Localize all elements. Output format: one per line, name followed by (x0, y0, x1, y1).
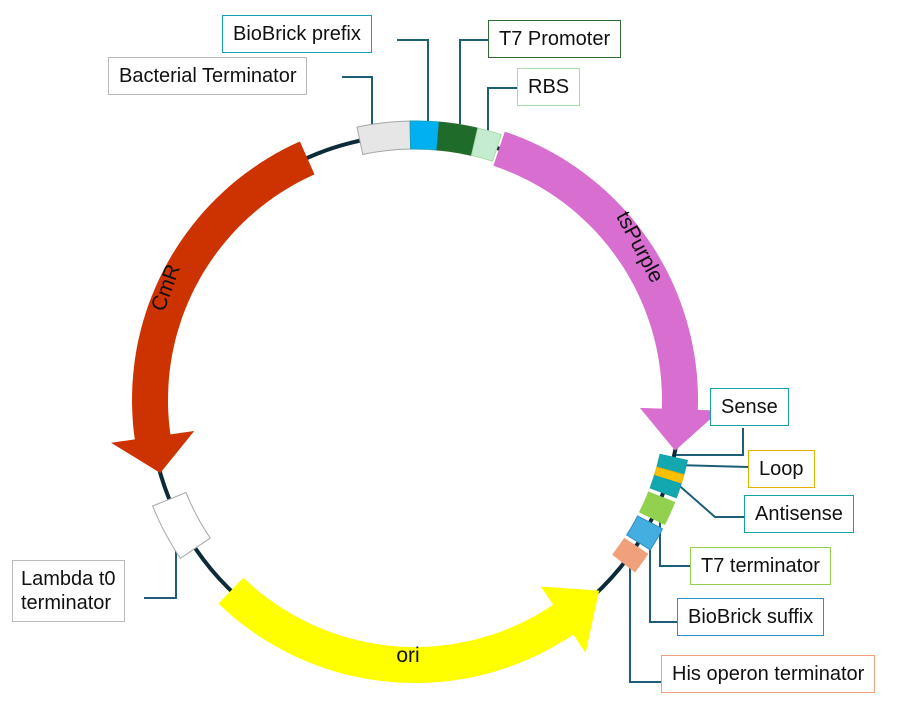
biobrick-prefix-leader (397, 39, 429, 124)
t7-terminator-block (638, 491, 676, 526)
bacterial-terminator-leader (342, 76, 373, 126)
antisense-block (649, 474, 682, 499)
biobrick-suffix-block (626, 515, 664, 551)
bacterial-terminator-label: Bacterial Terminator (108, 57, 308, 95)
lambda-label-line1: Lambda t0 (21, 568, 116, 590)
t7-promoter-block (436, 121, 479, 156)
biobrick-suffix-leader (649, 530, 677, 623)
t7-promoter-leader (459, 39, 488, 124)
loop-label: Loop (748, 450, 815, 488)
lambda-t0-terminator-label: Lambda t0 terminator (12, 560, 125, 622)
antisense-label: Antisense (744, 495, 854, 533)
bacterial-terminator-block (356, 120, 412, 156)
sense-leader (676, 428, 744, 456)
biobrick-prefix-block (409, 120, 440, 151)
lambda-t0-terminator-leader (144, 536, 177, 599)
t7-terminator-label: T7 terminator (690, 547, 831, 585)
loop-leader (675, 464, 749, 468)
ori-label: ori (396, 644, 419, 667)
ori-arrow (218, 577, 600, 683)
sense-label: Sense (710, 388, 789, 426)
rbs-block (470, 127, 502, 162)
tspurple-arrow (493, 131, 720, 451)
leader-lines (144, 39, 749, 683)
his-operon-terminator-block (612, 537, 649, 573)
rbs-label: RBS (517, 68, 581, 106)
t7-terminator-leader (659, 505, 690, 567)
lambda-label-line2: terminator (21, 592, 112, 614)
antisense-leader (673, 480, 744, 518)
cmr-arrow (111, 141, 315, 473)
his-operon-terminator-label: His operon terminator (661, 655, 876, 693)
biobrick-suffix-label: BioBrick suffix (677, 598, 825, 636)
lambda-t0-terminator-block (151, 491, 211, 559)
biobrick-prefix-label: BioBrick prefix (222, 15, 372, 53)
rbs-leader (487, 87, 517, 136)
his-operon-terminator-leader (629, 552, 661, 683)
t7-promoter-label: T7 Promoter (488, 20, 622, 58)
